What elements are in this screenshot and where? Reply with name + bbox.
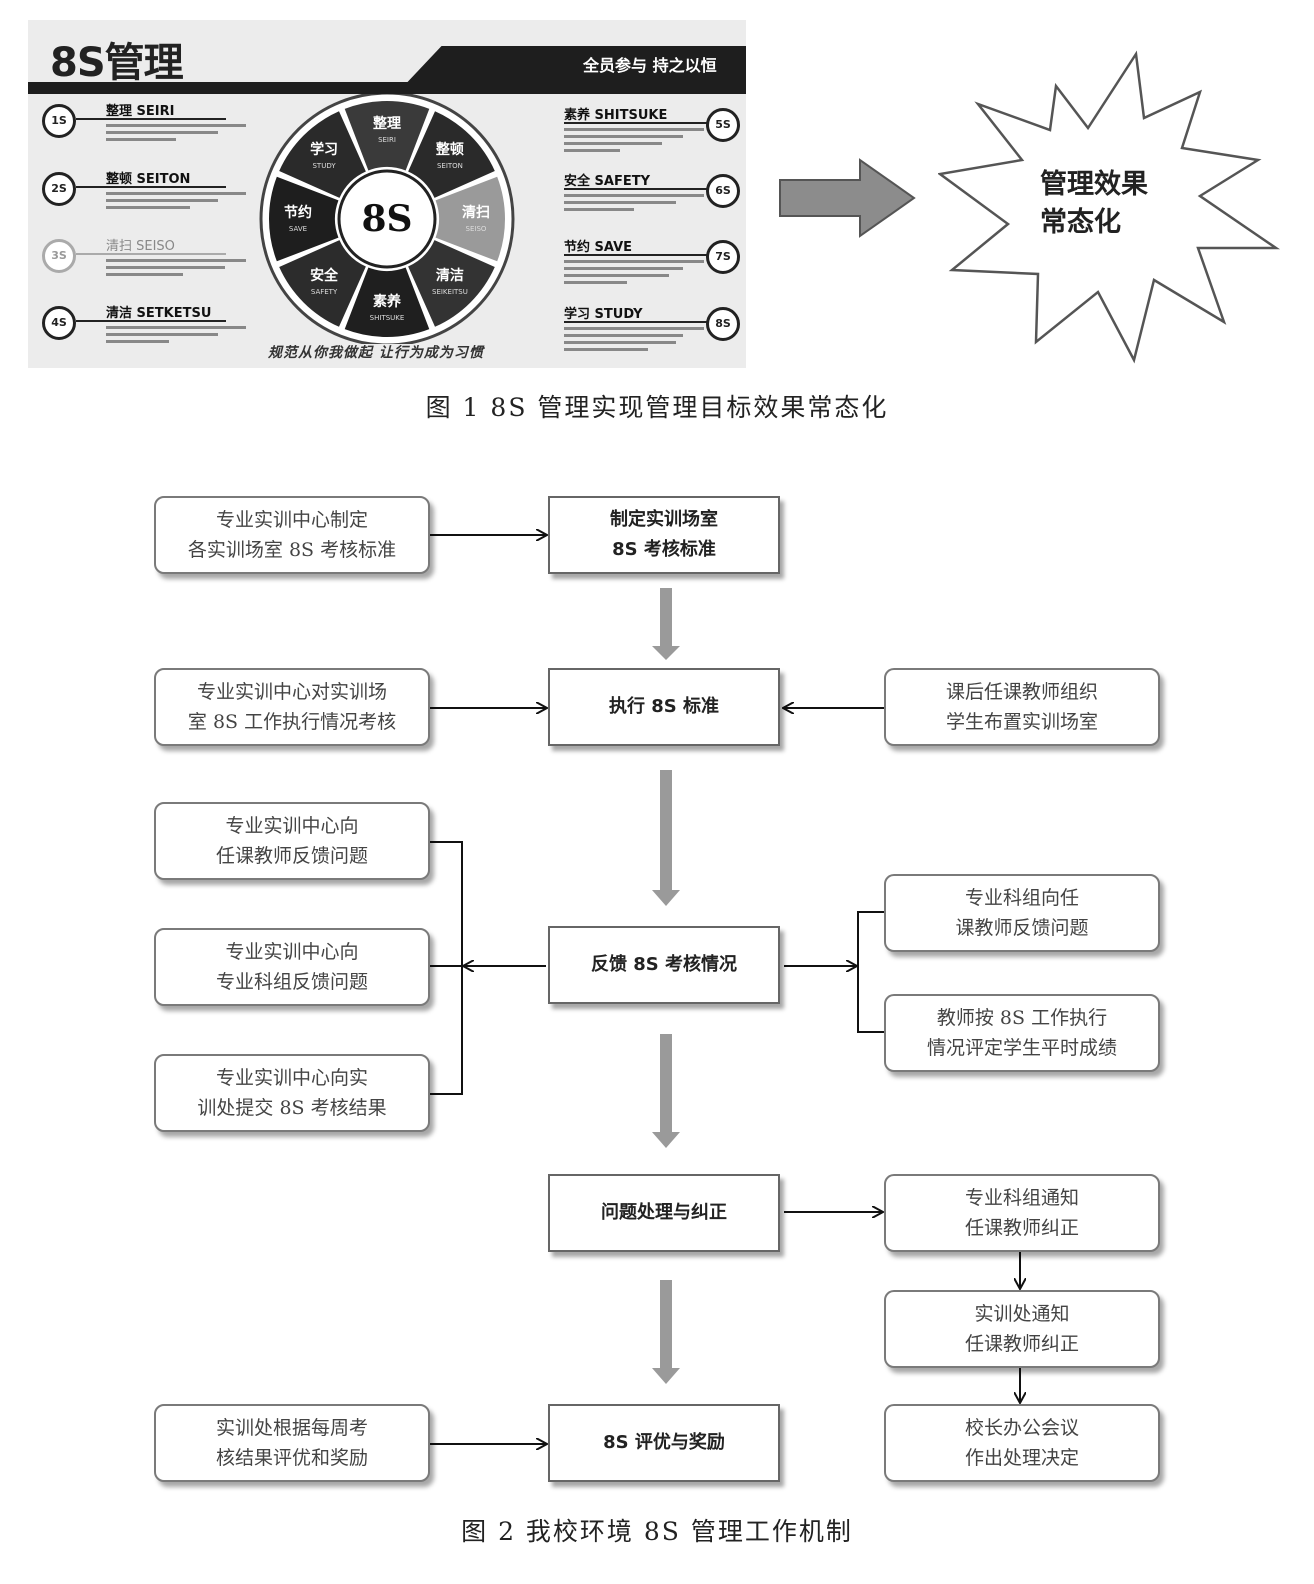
item-4s-description xyxy=(106,326,246,347)
wheel-segment-label-zh: 学习 xyxy=(310,141,338,158)
star-text-line1: 管理效果 xyxy=(1040,169,1148,200)
wheel-center-label: 8S xyxy=(361,198,412,240)
badge-6s: 6S xyxy=(706,174,740,208)
down-arrow-2-icon xyxy=(652,770,680,906)
wheel-segment-2 xyxy=(408,111,495,198)
poster-title: 8S管理 xyxy=(50,40,184,86)
left-box-6: 实训处根据每周考 核结果评优和奖励 xyxy=(154,1404,430,1482)
item-3s-name: 清扫 SEISO xyxy=(106,239,175,254)
wheel-segment-label-en: SHITSUKE xyxy=(370,314,405,322)
wheel-segment-label-en: SEIRI xyxy=(378,136,396,144)
wheel-segment-label-zh: 节约 xyxy=(284,204,312,221)
badge-5s: 5S xyxy=(706,108,740,142)
item-3s-description xyxy=(106,259,246,280)
item-8s-rule xyxy=(564,321,714,323)
explosion-star-shape xyxy=(938,50,1281,364)
left-box-3: 专业实训中心向 任课教师反馈问题 xyxy=(154,802,430,880)
star-text-line2: 常态化 xyxy=(1040,207,1121,238)
poster-slogan-top: 全员参与 持之以恒 xyxy=(583,56,717,75)
8s-wheel: 整理 SEIRI 整顿 SEITON 清扫 SEISO 清洁 SEIKEITSU 素养 SHITS… xyxy=(259,94,515,344)
step-4-box: 问题处理与纠正 xyxy=(548,1174,780,1252)
right-box-6: 校长办公会议 作出处理决定 xyxy=(884,1404,1160,1482)
item-4s-name: 清洁 SETKETSU xyxy=(106,306,212,321)
badge-3s: 3S xyxy=(42,239,76,273)
wheel-segment-7 xyxy=(269,176,339,262)
wheel-segment-3 xyxy=(435,176,506,262)
item-7s-description xyxy=(564,260,704,288)
item-4s-rule xyxy=(76,320,226,322)
right-bracket xyxy=(857,911,884,1033)
left-box-5: 专业实训中心向实 训处提交 8S 考核结果 xyxy=(154,1054,430,1132)
item-7s-rule xyxy=(564,254,714,256)
left-bracket xyxy=(430,841,463,1095)
step-2-box: 执行 8S 标准 xyxy=(548,668,780,746)
wheel-segment-label-en: SEITON xyxy=(437,162,463,170)
left-box-2: 专业实训中心对实训场 室 8S 工作执行情况考核 xyxy=(154,668,430,746)
badge-7s: 7S xyxy=(706,240,740,274)
wheel-segment-label-en: SAFETY xyxy=(311,288,338,296)
item-5s-description xyxy=(564,128,704,156)
item-8s-description xyxy=(564,327,704,355)
down-arrow-1-icon xyxy=(652,588,680,660)
item-1s-rule xyxy=(76,118,226,120)
down-arrow-3-icon xyxy=(652,1034,680,1148)
wheel-center-circle xyxy=(337,169,437,269)
item-5s-rule xyxy=(564,122,714,124)
wheel-segment-label-en: SEISO xyxy=(466,225,487,233)
wheel-segment-label-en: SAVE xyxy=(289,225,307,233)
item-3s-rule xyxy=(76,253,226,255)
wheel-segment-label-zh: 安全 xyxy=(310,267,339,284)
item-2s-description xyxy=(106,192,246,213)
item-8s-name: 学习 STUDY xyxy=(564,307,643,322)
figure2-caption: 图 2 我校环境 8S 管理工作机制 xyxy=(461,1517,853,1546)
wheel-segment-label-en: STUDY xyxy=(312,162,336,170)
figure1-caption: 图 1 8S 管理实现管理目标效果常态化 xyxy=(425,393,889,422)
right-box-4: 专业科组通知 任课教师纠正 xyxy=(884,1174,1160,1252)
wheel-segment-4 xyxy=(408,240,495,327)
wheel-segment-label-zh: 清扫 xyxy=(462,204,490,221)
step-3-box: 反馈 8S 考核情况 xyxy=(548,926,780,1004)
item-5s-name: 素养 SHITSUKE xyxy=(564,108,668,123)
item-6s-rule xyxy=(564,188,714,190)
left-box-4: 专业实训中心向 专业科组反馈问题 xyxy=(154,928,430,1006)
item-6s-name: 安全 SAFETY xyxy=(564,174,650,189)
item-1s-name: 整理 SEIRI xyxy=(106,104,175,119)
wheel-segment-8 xyxy=(279,111,366,198)
big-right-arrow-icon xyxy=(779,158,916,238)
step-1-box: 制定实训场室 8S 考核标准 xyxy=(548,496,780,574)
8s-poster: 8S管理 全员参与 持之以恒 1S 整理 SEIRI 2S 整顿 SEITON … xyxy=(28,20,746,368)
left-box-1: 专业实训中心制定 各实训场室 8S 考核标准 xyxy=(154,496,430,574)
wheel-segment-1 xyxy=(344,101,430,171)
wheel-segment-6 xyxy=(279,240,366,327)
down-arrow-4-icon xyxy=(652,1280,680,1384)
wheel-segment-label-zh: 整理 xyxy=(372,115,401,132)
wheel-segment-label-en: SEIKEITSU xyxy=(432,288,468,296)
item-6s-description xyxy=(564,194,704,215)
item-2s-name: 整顿 SEITON xyxy=(106,172,191,187)
wheel-segment-label-zh: 整顿 xyxy=(435,141,464,158)
badge-1s: 1S xyxy=(42,104,76,138)
badge-8s: 8S xyxy=(706,307,740,341)
badge-4s: 4S xyxy=(42,306,76,340)
badge-2s: 2S xyxy=(42,172,76,206)
item-1s-description xyxy=(106,124,246,145)
item-2s-rule xyxy=(76,186,226,188)
right-box-2: 专业科组向任 课教师反馈问题 xyxy=(884,874,1160,952)
right-box-1: 课后任课教师组织 学生布置实训场室 xyxy=(884,668,1160,746)
right-box-3: 教师按 8S 工作执行 情况评定学生平时成绩 xyxy=(884,994,1160,1072)
wheel-segment-label-zh: 清洁 xyxy=(436,267,464,284)
right-box-5: 实训处通知 任课教师纠正 xyxy=(884,1290,1160,1368)
wheel-segment-label-zh: 素养 xyxy=(373,293,402,310)
star-text: 管理效果 常态化 xyxy=(1040,166,1240,242)
item-7s-name: 节约 SAVE xyxy=(564,240,633,255)
step-5-box: 8S 评优与奖励 xyxy=(548,1404,780,1482)
poster-slogan-banner xyxy=(400,46,746,90)
wheel-segment-5 xyxy=(344,267,430,337)
poster-slogan-bottom: 规范从你我做起 让行为成为习惯 xyxy=(268,345,484,361)
